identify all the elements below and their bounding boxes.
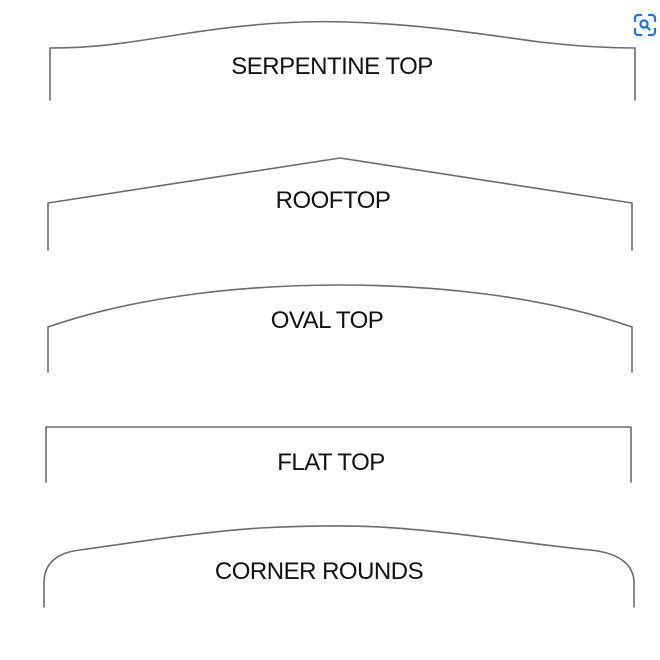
oval-top-outline [47,284,633,373]
serpentine-top-outline [49,20,636,101]
visual-search-button[interactable] [630,10,660,40]
corner-rounds-label: CORNER ROUNDS [214,558,424,585]
flat-top-label: FLAT TOP [277,449,385,476]
oval-top-label: OVAL TOP [270,307,384,334]
corner-rounds-outline [43,525,635,608]
rooftop-outline [47,157,633,251]
serpentine-top-label: SERPENTINE TOP [231,53,433,80]
visual-search-icon [633,13,657,37]
flat-top-outline [45,426,632,483]
rooftop-label: ROOFTOP [275,187,391,214]
